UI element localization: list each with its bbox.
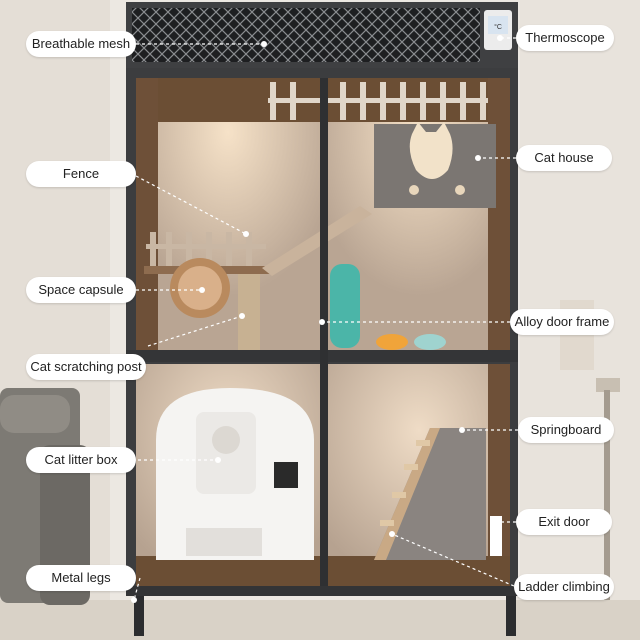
- left-side-panel: [136, 78, 158, 350]
- paw-print-icon: [409, 185, 419, 195]
- top-fence: [268, 82, 488, 120]
- label-cat-scratching-post: Cat scratching post: [26, 354, 146, 380]
- lower-right-panel: [488, 364, 510, 556]
- upper-left-chamber: [136, 78, 320, 350]
- label-exit-door: Exit door: [516, 509, 612, 535]
- climbing-ladder: [374, 428, 486, 560]
- scratching-post: [238, 274, 260, 350]
- label-breathable-mesh: Breathable mesh: [26, 31, 136, 57]
- paw-print-icon: [455, 185, 465, 195]
- label-alloy-door-frame: Alloy door frame: [510, 309, 614, 335]
- litter-box: [156, 388, 314, 560]
- cat-house-box: [374, 122, 496, 208]
- right-side-panel: [488, 78, 510, 350]
- exit-door: [490, 516, 502, 556]
- alloy-door-frame: [320, 78, 328, 586]
- svg-text:°C: °C: [494, 23, 502, 31]
- cabinet-base: [126, 586, 518, 596]
- label-springboard: Springboard: [518, 417, 614, 443]
- cat-cabinet: °C: [126, 2, 518, 636]
- label-ladder-climbing: Ladder climbing: [514, 574, 614, 600]
- label-cat-litter-box: Cat litter box: [26, 447, 136, 473]
- water-bowl: [414, 334, 446, 350]
- label-metal-legs: Metal legs: [26, 565, 136, 591]
- metal-leg-right: [506, 596, 516, 636]
- upper-ramp: [262, 206, 372, 276]
- cat-face-icon: [212, 426, 240, 454]
- water-dispenser: [330, 264, 360, 348]
- label-space-capsule: Space capsule: [26, 277, 136, 303]
- breathable-mesh-panel: [132, 8, 480, 62]
- label-cat-house: Cat house: [516, 145, 612, 171]
- leader-dots: [131, 35, 503, 603]
- label-thermoscope: Thermoscope: [516, 25, 614, 51]
- food-bowl: [376, 334, 408, 350]
- metal-leg-left: [134, 596, 144, 636]
- label-fence: Fence: [26, 161, 136, 187]
- floor: [0, 600, 640, 640]
